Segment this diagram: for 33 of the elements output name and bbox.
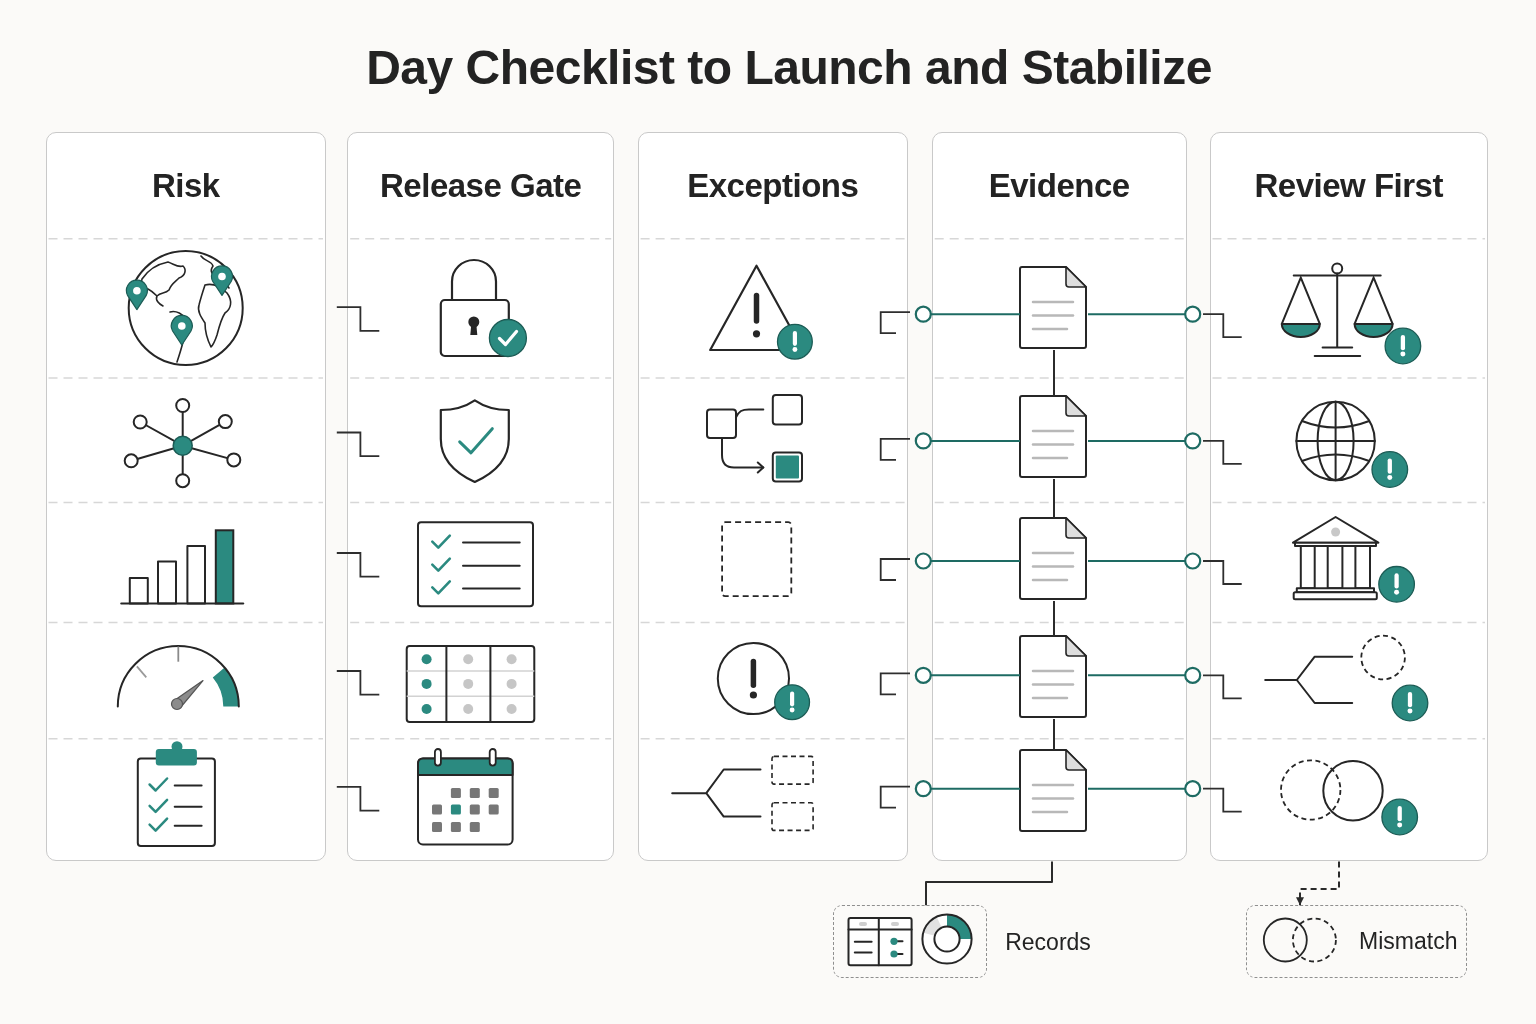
dashed-frame — [1245, 905, 1468, 978]
document-icon — [1019, 517, 1088, 601]
node-label: Mismatch — [1359, 927, 1458, 956]
column-panel — [637, 132, 908, 862]
column-heading: Risk — [151, 167, 220, 206]
column-heading: Release Gate — [380, 167, 582, 206]
dashed-arrow — [1296, 860, 1340, 907]
node-label: Records — [1005, 927, 1091, 956]
circle-end-connector — [1087, 552, 1202, 570]
circle-end-connector — [1087, 432, 1202, 450]
column-heading: Review First — [1254, 167, 1443, 206]
circle-end-connector — [914, 666, 1021, 684]
connector-line — [1053, 349, 1055, 397]
circle-end-connector — [1087, 666, 1202, 684]
document-icon — [1019, 395, 1088, 479]
circle-end-connector — [914, 432, 1021, 450]
circle-end-connector — [1087, 305, 1202, 323]
connector-line — [925, 860, 1053, 907]
connector-line — [1053, 718, 1055, 751]
column-panel — [931, 132, 1187, 862]
document-icon — [1019, 749, 1088, 833]
column-panel — [1209, 132, 1488, 862]
connector-line — [1053, 600, 1055, 637]
column-heading: Exceptions — [687, 167, 859, 206]
circle-end-connector — [914, 305, 1021, 323]
circle-end-connector — [1087, 780, 1202, 798]
document-icon — [1019, 635, 1088, 719]
document-icon — [1019, 266, 1088, 350]
column-heading: Evidence — [988, 167, 1130, 206]
connector-line — [1053, 478, 1055, 519]
circle-end-connector — [914, 780, 1021, 798]
circle-end-connector — [914, 552, 1021, 570]
page-title: Day Checklist to Launch and Stabilize — [366, 41, 1212, 94]
